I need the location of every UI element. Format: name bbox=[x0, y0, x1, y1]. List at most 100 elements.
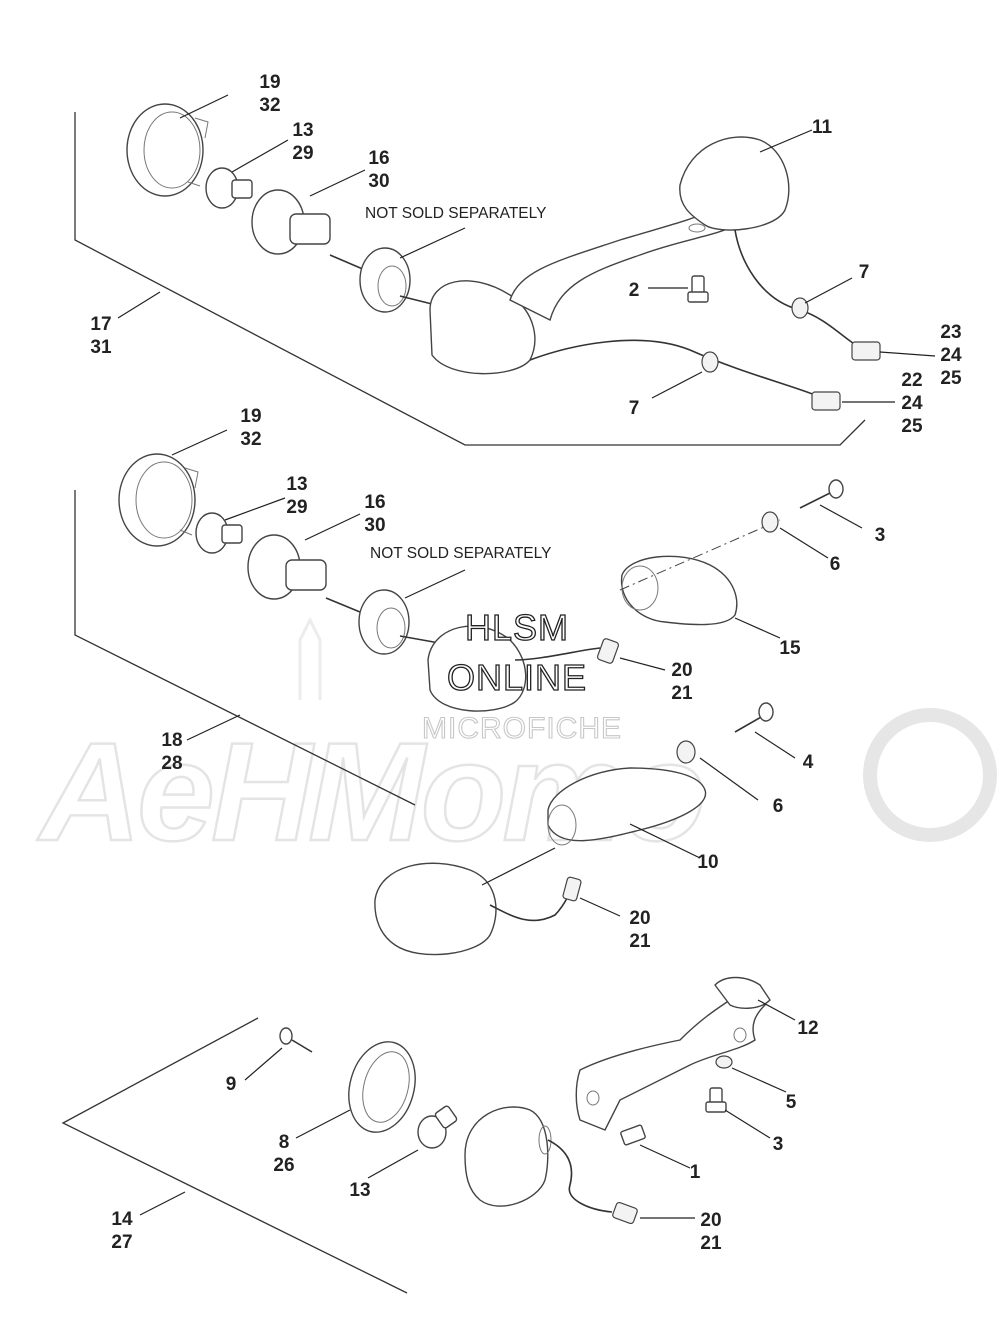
callout-number: 23 bbox=[940, 322, 961, 343]
callout-number: 1 bbox=[690, 1162, 701, 1183]
callout-number: 17 bbox=[90, 314, 111, 335]
callout-number: 30 bbox=[364, 515, 385, 536]
housing-10 bbox=[547, 767, 707, 846]
grommet-b bbox=[358, 589, 446, 655]
centerline-15 bbox=[619, 519, 781, 591]
callout-number: 6 bbox=[830, 554, 841, 575]
lens-ring-a bbox=[126, 103, 209, 197]
housing-15 bbox=[620, 555, 738, 626]
screw-3-lower bbox=[705, 1087, 727, 1113]
callout-number: 31 bbox=[90, 337, 112, 358]
callout-number: 19 bbox=[259, 72, 280, 93]
group-c-turn-signal bbox=[61, 976, 796, 1294]
group-a-rear-turn-signal bbox=[74, 94, 936, 446]
screw-3-upper bbox=[799, 479, 844, 509]
callout-number: 4 bbox=[803, 752, 814, 773]
callout-number: 16 bbox=[368, 148, 389, 169]
callout-number: 13 bbox=[292, 120, 313, 141]
socket-a bbox=[251, 189, 366, 271]
callout-number: 13 bbox=[349, 1180, 370, 1201]
bulb-c bbox=[417, 1105, 458, 1149]
group-c-frame bbox=[61, 1017, 408, 1294]
bullet-housing-a bbox=[429, 280, 536, 375]
connector-c bbox=[612, 1201, 638, 1225]
wire-b-lower bbox=[489, 889, 573, 922]
callout-number: 6 bbox=[773, 796, 784, 817]
group-b-turn-signal bbox=[74, 429, 863, 956]
trim-ring-8 bbox=[348, 1041, 416, 1133]
callout-number: 3 bbox=[875, 525, 886, 546]
callout-number: 29 bbox=[286, 497, 307, 518]
callout-number: 26 bbox=[273, 1155, 294, 1176]
grommet-a bbox=[359, 247, 441, 313]
socket-b bbox=[247, 534, 361, 613]
callout-number: 25 bbox=[940, 368, 962, 389]
note-not-sold-separately-b: NOT SOLD SEPARATELY bbox=[370, 545, 551, 562]
note-not-sold-separately-a: NOT SOLD SEPARATELY bbox=[365, 205, 546, 222]
watermark-line2: ONLINE bbox=[447, 657, 587, 698]
callout-number: 8 bbox=[279, 1132, 290, 1153]
callout-number: 16 bbox=[364, 492, 385, 513]
bullet-lamp-b bbox=[374, 862, 497, 956]
callout-number: 9 bbox=[226, 1074, 237, 1095]
callout-number: 24 bbox=[940, 345, 962, 366]
callout-number: 2 bbox=[629, 280, 640, 301]
group-b-frame bbox=[74, 490, 416, 806]
callout-number: 32 bbox=[240, 429, 261, 450]
mount-bracket-12 bbox=[575, 976, 771, 1131]
washer-6-upper bbox=[761, 511, 779, 533]
callout-number: 14 bbox=[111, 1209, 133, 1230]
callout-number: 21 bbox=[671, 683, 693, 704]
bracket-housing-11 bbox=[509, 136, 790, 322]
callout-number: 20 bbox=[629, 908, 650, 929]
callout-number: 15 bbox=[779, 638, 801, 659]
screw-1 bbox=[620, 1124, 646, 1146]
lamp-housing-c bbox=[464, 1106, 552, 1207]
callout-number: 27 bbox=[111, 1232, 132, 1253]
callout-number: 7 bbox=[629, 398, 640, 419]
callout-number: 29 bbox=[292, 143, 313, 164]
callout-number: 25 bbox=[901, 416, 923, 437]
bulb-a bbox=[205, 167, 253, 209]
watermark-line3: MICROFICHE bbox=[422, 712, 622, 745]
callout-number: 32 bbox=[259, 95, 280, 116]
callout-number: 19 bbox=[240, 406, 261, 427]
wire-a-lower bbox=[529, 339, 816, 396]
connector-b-lower bbox=[562, 876, 582, 902]
callout-number: 12 bbox=[797, 1018, 818, 1039]
wire-a-upper bbox=[734, 229, 861, 349]
callout-number: 20 bbox=[700, 1210, 721, 1231]
washer-5 bbox=[715, 1055, 733, 1069]
callout-number: 21 bbox=[629, 931, 651, 952]
screw-2 bbox=[687, 275, 709, 303]
callout-number: 28 bbox=[161, 753, 182, 774]
callout-number: 30 bbox=[368, 171, 389, 192]
bullet-housing-b bbox=[427, 625, 527, 712]
bulb-b bbox=[195, 512, 243, 554]
connector-b-upper bbox=[596, 638, 620, 664]
grommet-7-lower bbox=[701, 351, 719, 373]
callout-number: 18 bbox=[161, 730, 182, 751]
watermark-wheel-icon bbox=[863, 708, 997, 842]
connector-a-lower bbox=[811, 391, 841, 411]
screw-9 bbox=[279, 1027, 313, 1053]
callout-number: 7 bbox=[859, 262, 870, 283]
lens-ring-b bbox=[118, 453, 199, 547]
screw-4 bbox=[734, 702, 774, 733]
grommet-7-upper bbox=[791, 297, 809, 319]
callout-number: 13 bbox=[286, 474, 307, 495]
callout-number: 3 bbox=[773, 1134, 784, 1155]
wire-b-upper bbox=[514, 647, 601, 661]
washer-6-lower bbox=[676, 740, 696, 764]
group-a-frame bbox=[74, 112, 866, 446]
callout-number: 21 bbox=[700, 1233, 722, 1254]
callout-number: 11 bbox=[812, 117, 833, 138]
wire-c bbox=[547, 1139, 613, 1213]
callout-number: 5 bbox=[786, 1092, 797, 1113]
callout-number: 20 bbox=[671, 660, 692, 681]
callout-number: 24 bbox=[901, 393, 923, 414]
connector-a-upper bbox=[851, 341, 881, 361]
callout-number: 10 bbox=[697, 852, 718, 873]
